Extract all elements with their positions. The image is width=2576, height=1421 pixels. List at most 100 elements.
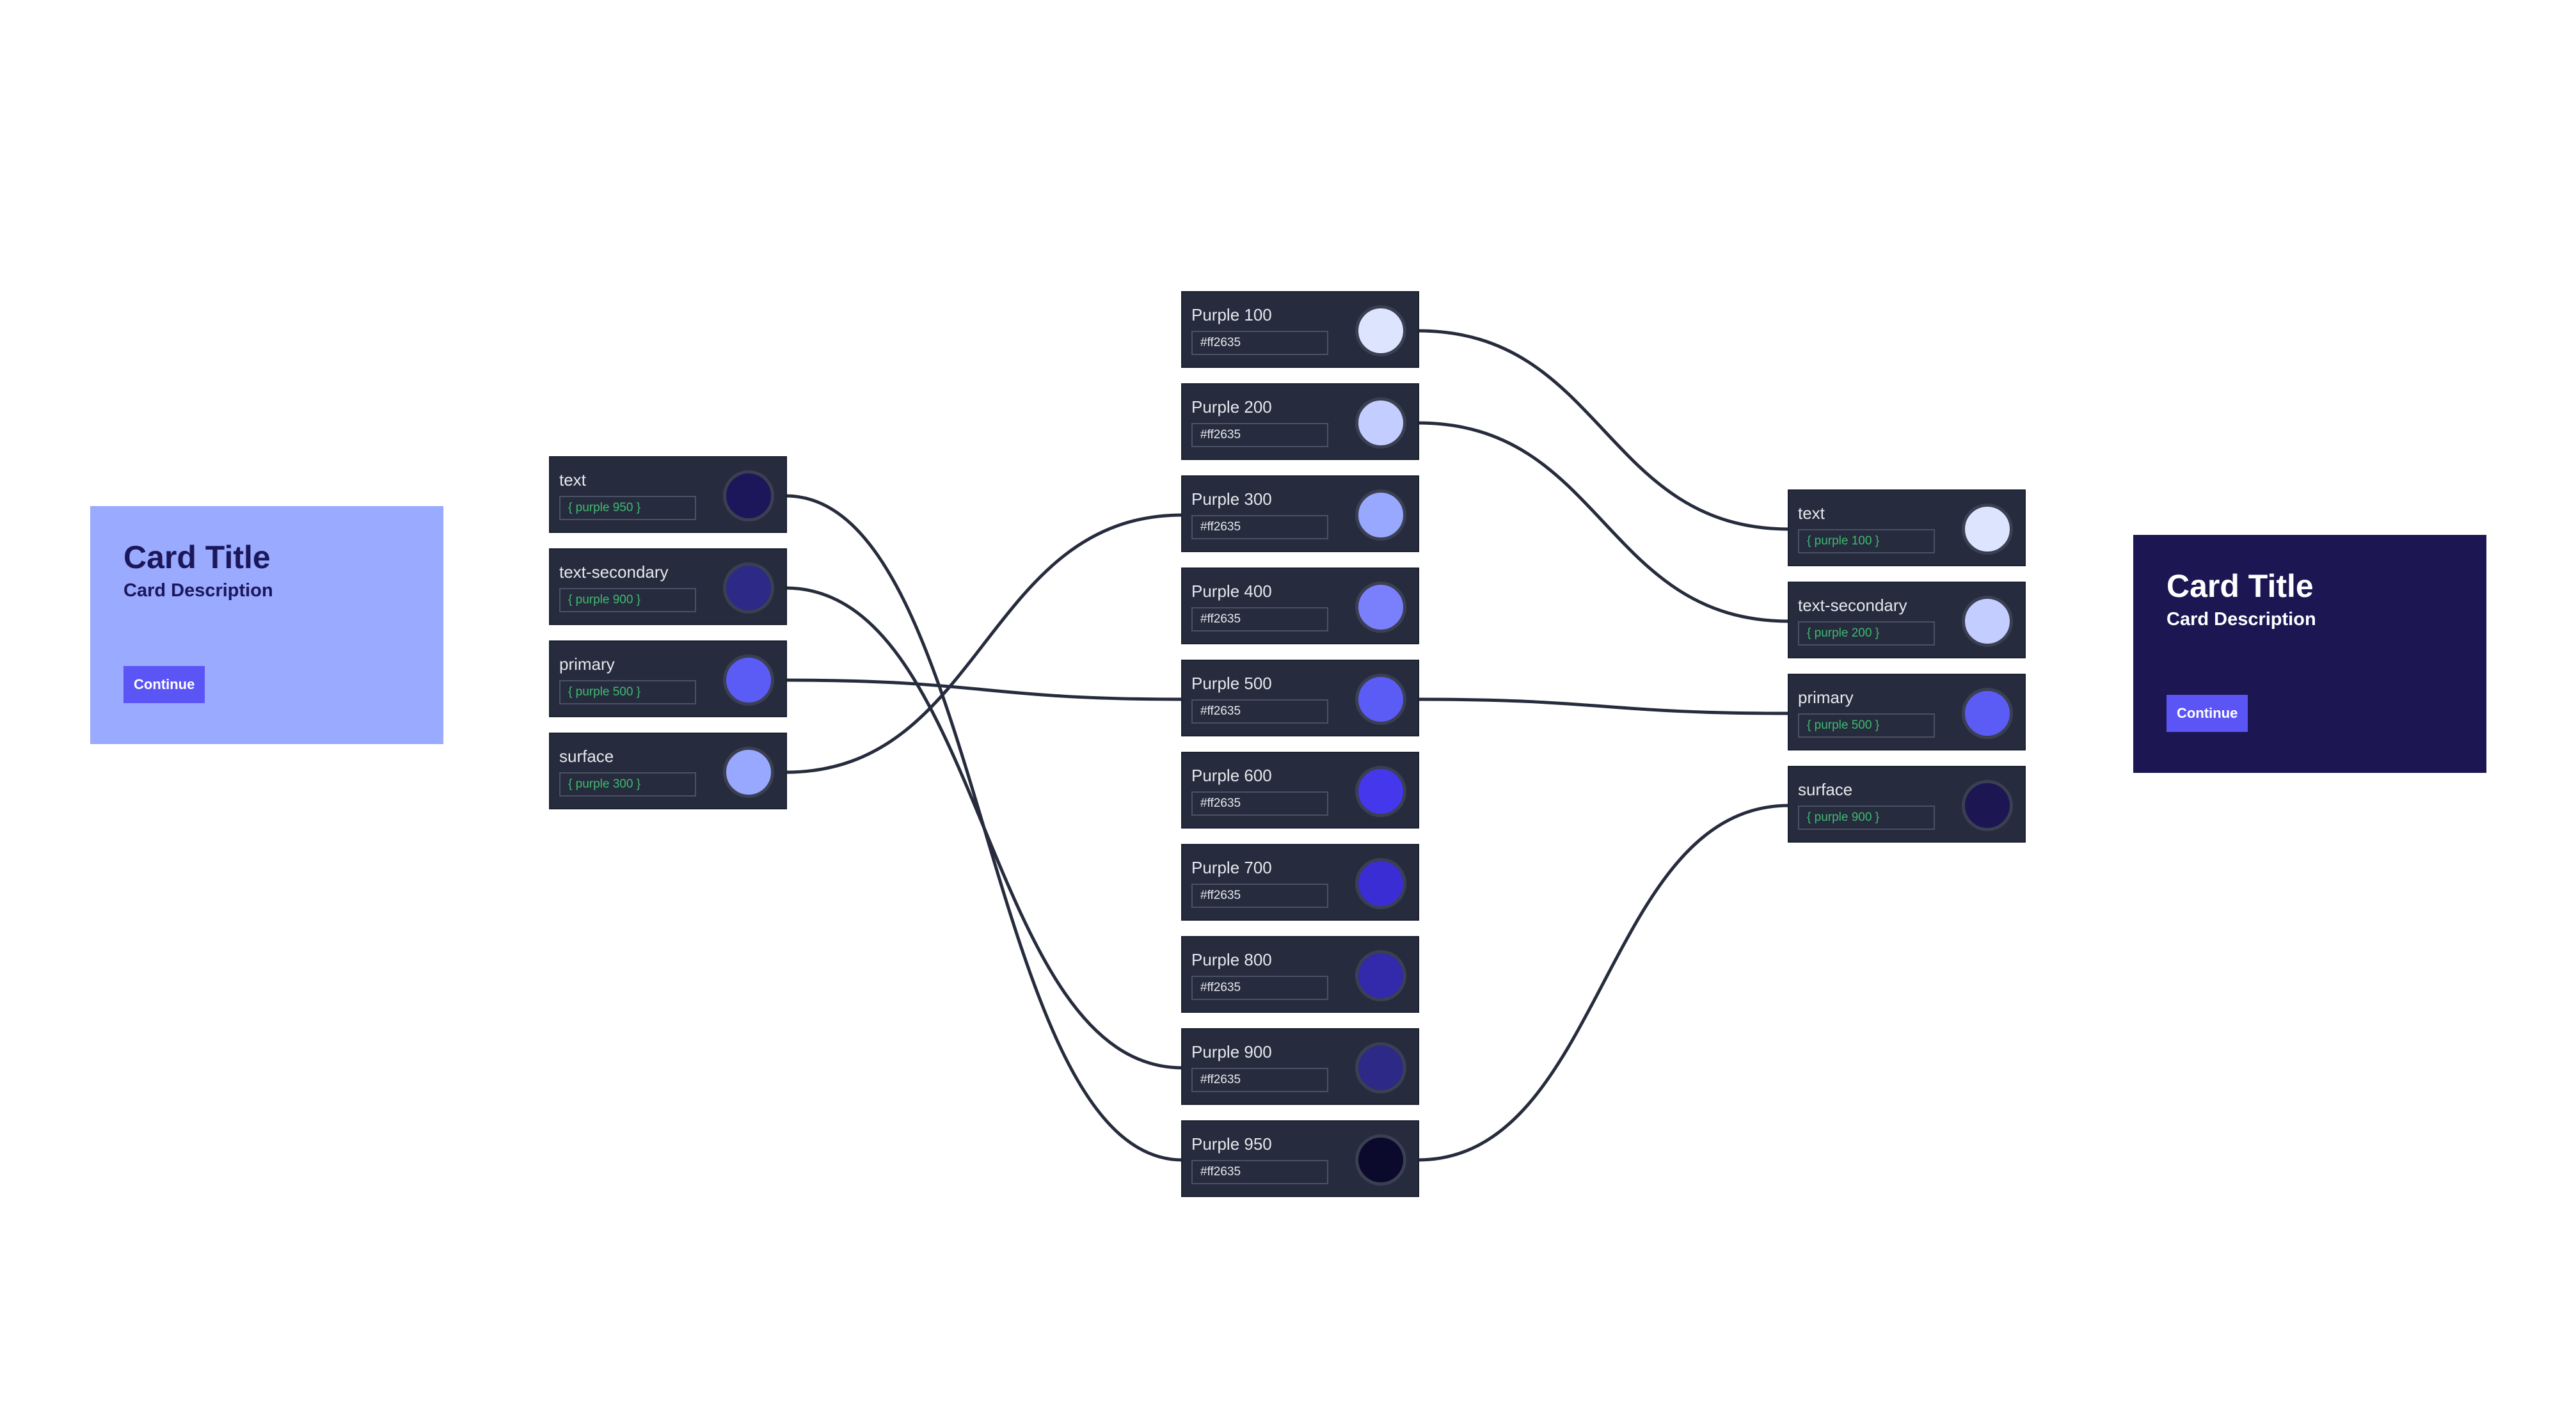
output-port[interactable] [1417, 607, 1419, 608]
output-port[interactable] [1417, 699, 1419, 700]
connection-palette-9-to-dark-3[interactable] [1417, 804, 1790, 1162]
input-port[interactable] [1182, 422, 1183, 424]
input-port[interactable] [550, 587, 551, 589]
token-node-text-secondary[interactable]: text-secondary [1788, 582, 2026, 658]
token-reference-field[interactable] [1798, 529, 1935, 553]
hex-value-field[interactable] [1191, 884, 1328, 908]
output-port[interactable] [785, 587, 786, 589]
continue-button[interactable]: Continue [2167, 695, 2248, 732]
token-reference-field[interactable] [1798, 713, 1935, 738]
palette-label: Purple 600 [1191, 766, 1272, 785]
hex-value-field[interactable] [1191, 976, 1328, 1000]
color-swatch [1355, 1042, 1406, 1093]
token-node-text[interactable]: text [1788, 489, 2026, 566]
input-port[interactable] [1788, 621, 1790, 622]
palette-node-purple-200[interactable]: Purple 200 [1181, 383, 1419, 460]
hex-value-field[interactable] [1191, 1068, 1328, 1092]
token-reference-field[interactable] [559, 588, 696, 612]
token-node-surface[interactable]: surface [549, 733, 787, 809]
connection-light-2-to-palette-4[interactable] [785, 678, 1183, 701]
token-node-text[interactable]: text [549, 456, 787, 533]
card-title: Card Title [123, 539, 271, 575]
input-port[interactable] [1182, 330, 1183, 331]
output-port[interactable] [785, 679, 786, 681]
palette-node-purple-500[interactable]: Purple 500 [1181, 660, 1419, 736]
input-port[interactable] [1788, 528, 1790, 530]
palette-node-purple-600[interactable]: Purple 600 [1181, 752, 1419, 829]
token-reference-field[interactable] [559, 772, 696, 797]
palette-node-purple-300[interactable]: Purple 300 [1181, 475, 1419, 552]
output-port[interactable] [1417, 1067, 1419, 1068]
card-description: Card Description [2167, 608, 2316, 630]
input-port[interactable] [1182, 1067, 1183, 1068]
token-label: text [1798, 504, 1825, 523]
palette-label: Purple 500 [1191, 674, 1272, 693]
output-port[interactable] [2024, 528, 2025, 530]
hex-value-field[interactable] [1191, 423, 1328, 447]
token-label: primary [559, 655, 615, 674]
hex-value-field[interactable] [1191, 607, 1328, 631]
input-port[interactable] [1182, 975, 1183, 976]
token-node-primary[interactable]: primary [549, 640, 787, 717]
palette-node-purple-700[interactable]: Purple 700 [1181, 844, 1419, 921]
connection-light-1-to-palette-8[interactable] [785, 586, 1183, 1070]
hex-value-field[interactable] [1191, 1160, 1328, 1184]
token-node-surface[interactable]: surface [1788, 766, 2026, 843]
color-swatch [1355, 582, 1406, 633]
color-swatch [723, 562, 774, 614]
color-swatch [1355, 1134, 1406, 1186]
output-port[interactable] [2024, 805, 2025, 806]
output-port[interactable] [1417, 1159, 1419, 1161]
input-port[interactable] [1788, 713, 1790, 714]
hex-value-field[interactable] [1191, 515, 1328, 539]
input-port[interactable] [550, 495, 551, 496]
hex-value-field[interactable] [1191, 331, 1328, 355]
color-swatch [1962, 780, 2013, 831]
connection-palette-0-to-dark-0[interactable] [1417, 329, 1790, 531]
input-port[interactable] [1788, 805, 1790, 806]
palette-node-purple-400[interactable]: Purple 400 [1181, 568, 1419, 644]
color-swatch [1355, 489, 1406, 541]
input-port[interactable] [1182, 1159, 1183, 1161]
token-reference-field[interactable] [559, 496, 696, 520]
output-port[interactable] [1417, 975, 1419, 976]
output-port[interactable] [2024, 621, 2025, 622]
color-swatch [723, 747, 774, 798]
palette-node-purple-950[interactable]: Purple 950 [1181, 1120, 1419, 1197]
input-port[interactable] [1182, 791, 1183, 792]
connection-light-3-to-palette-2[interactable] [785, 513, 1183, 774]
token-reference-field[interactable] [559, 680, 696, 704]
output-port[interactable] [1417, 422, 1419, 424]
color-swatch [1355, 397, 1406, 449]
palette-label: Purple 200 [1191, 397, 1272, 417]
continue-button[interactable]: Continue [123, 666, 205, 703]
input-port[interactable] [1182, 607, 1183, 608]
output-port[interactable] [785, 495, 786, 496]
color-swatch [1962, 596, 2013, 647]
output-port[interactable] [1417, 791, 1419, 792]
input-port[interactable] [1182, 883, 1183, 884]
output-port[interactable] [2024, 713, 2025, 714]
output-port[interactable] [785, 772, 786, 773]
output-port[interactable] [1417, 330, 1419, 331]
hex-value-field[interactable] [1191, 699, 1328, 724]
connection-light-0-to-palette-9[interactable] [785, 494, 1183, 1162]
output-port[interactable] [1417, 514, 1419, 516]
input-port[interactable] [1182, 699, 1183, 700]
token-reference-field[interactable] [1798, 621, 1935, 646]
input-port[interactable] [550, 679, 551, 681]
token-reference-field[interactable] [1798, 806, 1935, 830]
hex-value-field[interactable] [1191, 791, 1328, 816]
output-port[interactable] [1417, 883, 1419, 884]
input-port[interactable] [550, 772, 551, 773]
color-swatch [1355, 766, 1406, 817]
palette-node-purple-100[interactable]: Purple 100 [1181, 291, 1419, 368]
color-swatch [723, 655, 774, 706]
palette-node-purple-800[interactable]: Purple 800 [1181, 936, 1419, 1013]
token-node-text-secondary[interactable]: text-secondary [549, 548, 787, 625]
input-port[interactable] [1182, 514, 1183, 516]
connection-palette-4-to-dark-2[interactable] [1417, 697, 1790, 715]
palette-node-purple-900[interactable]: Purple 900 [1181, 1028, 1419, 1105]
token-node-primary[interactable]: primary [1788, 674, 2026, 750]
connection-palette-1-to-dark-1[interactable] [1417, 421, 1790, 623]
